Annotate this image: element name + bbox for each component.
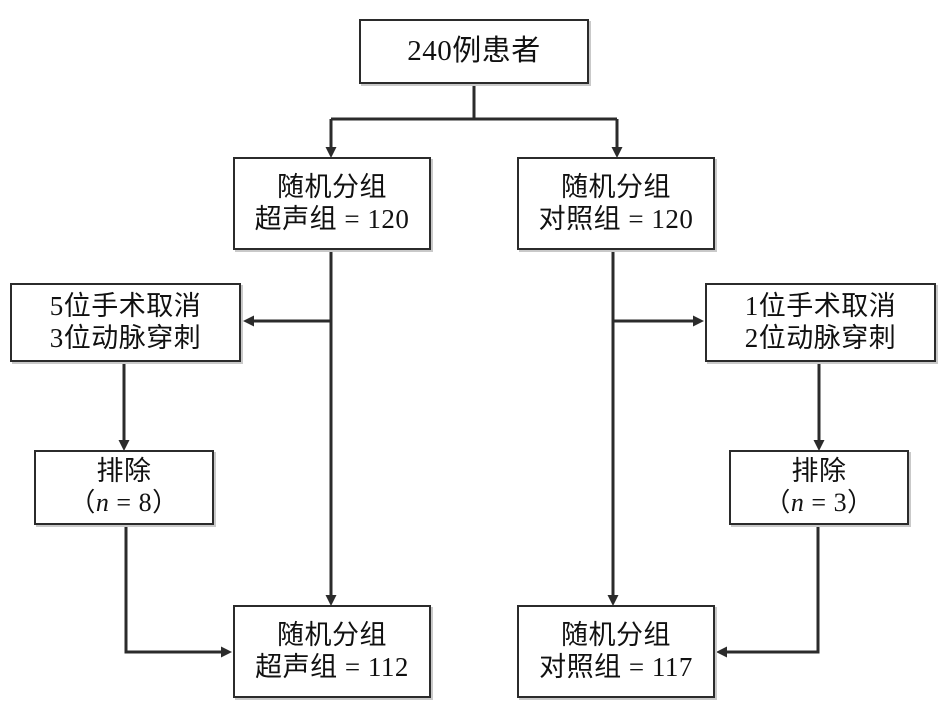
node-randomized-ultrasound-line-1: 随机分组 bbox=[277, 171, 387, 202]
equals-sign: = bbox=[109, 488, 139, 518]
edge-excl-ct-to-final-ctrl bbox=[716, 525, 820, 658]
paren-close: ） bbox=[152, 488, 179, 518]
node-randomized-control[interactable]: 随机分组 对照组 = 120 bbox=[517, 157, 715, 250]
node-randomized-ultrasound[interactable]: 随机分组 超声组 = 120 bbox=[233, 157, 431, 250]
node-randomized-control-line-2: 对照组 = 120 bbox=[538, 203, 694, 234]
node-control-exclusion-reasons-line-1: 1位手术取消 bbox=[744, 290, 897, 321]
node-randomized-control-line-1: 随机分组 bbox=[561, 171, 671, 202]
node-ultrasound-exclusion-reasons-line-1: 5位手术取消 bbox=[49, 290, 202, 321]
node-final-control-line-2: 对照组 = 117 bbox=[539, 651, 693, 682]
node-excluded-ultrasound[interactable]: 排除 （n = 8） bbox=[34, 450, 214, 525]
node-control-exclusion-reasons-line-2: 2位动脉穿刺 bbox=[744, 322, 897, 353]
node-excluded-ultrasound-count: （n = 8） bbox=[69, 488, 178, 519]
edge-excl-us-to-final-us bbox=[124, 525, 232, 658]
node-final-ultrasound-line-1: 随机分组 bbox=[277, 619, 387, 650]
node-final-control-line-1: 随机分组 bbox=[561, 619, 671, 650]
node-randomized-ultrasound-line-2: 超声组 = 120 bbox=[254, 203, 410, 234]
n-symbol: n bbox=[95, 488, 110, 518]
node-enrollment[interactable]: 240例患者 bbox=[359, 19, 589, 84]
node-final-ultrasound[interactable]: 随机分组 超声组 = 112 bbox=[233, 605, 431, 698]
node-excluded-control-count: （n = 3） bbox=[764, 488, 873, 519]
node-final-control[interactable]: 随机分组 对照组 = 117 bbox=[517, 605, 715, 698]
node-final-ultrasound-line-2: 超声组 = 112 bbox=[255, 651, 409, 682]
paren-open: （ bbox=[764, 488, 791, 518]
node-excluded-ultrasound-label: 排除 bbox=[96, 456, 152, 487]
node-ultrasound-exclusion-reasons[interactable]: 5位手术取消 3位动脉穿刺 bbox=[10, 283, 241, 362]
paren-close: ） bbox=[847, 488, 874, 518]
excluded-control-value: 3 bbox=[833, 488, 848, 518]
excluded-ultrasound-value: 8 bbox=[138, 488, 153, 518]
n-symbol: n bbox=[790, 488, 805, 518]
node-excluded-control-label: 排除 bbox=[791, 456, 847, 487]
node-ultrasound-exclusion-reasons-line-2: 3位动脉穿刺 bbox=[49, 322, 202, 353]
node-control-exclusion-reasons[interactable]: 1位手术取消 2位动脉穿刺 bbox=[705, 283, 936, 362]
equals-sign: = bbox=[804, 488, 834, 518]
node-excluded-control[interactable]: 排除 （n = 3） bbox=[729, 450, 909, 525]
paren-open: （ bbox=[69, 488, 96, 518]
node-enrollment-line-1: 240例患者 bbox=[407, 35, 541, 68]
